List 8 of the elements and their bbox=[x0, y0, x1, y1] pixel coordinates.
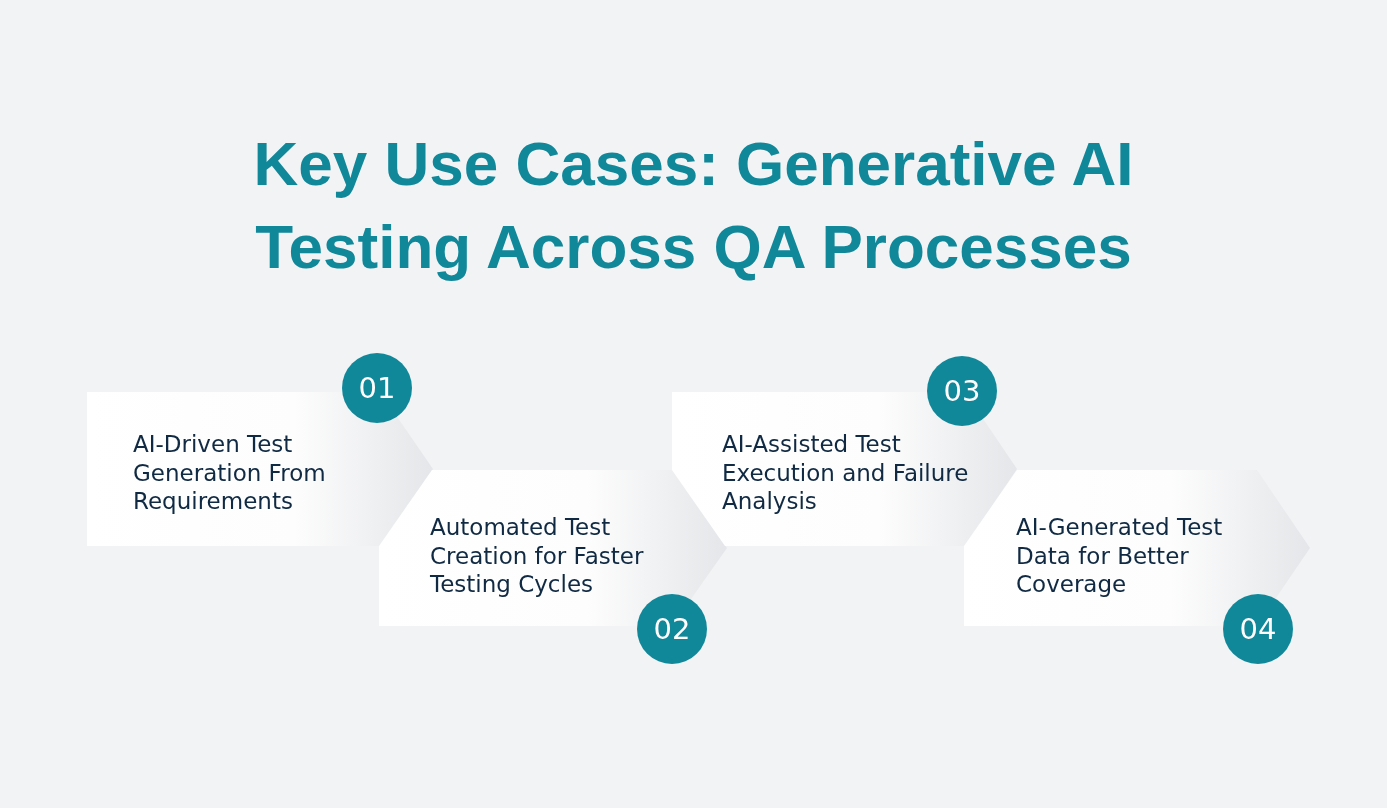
step-text: AI-Assisted Test Execution and Failure Analysis bbox=[722, 430, 970, 516]
step-number-badge: 03 bbox=[927, 356, 997, 426]
step-number-badge: 02 bbox=[637, 594, 707, 664]
title: Key Use Cases: Generative AI Testing Across QA Processes bbox=[252, 128, 1135, 283]
step-text: AI-Driven Test Generation From Requirements bbox=[133, 430, 327, 516]
step-number-badge: 04 bbox=[1223, 594, 1293, 664]
step-number-badge: 01 bbox=[342, 353, 412, 423]
step-text: AI-Generated Test Data for Better Coverage bbox=[1016, 513, 1224, 599]
